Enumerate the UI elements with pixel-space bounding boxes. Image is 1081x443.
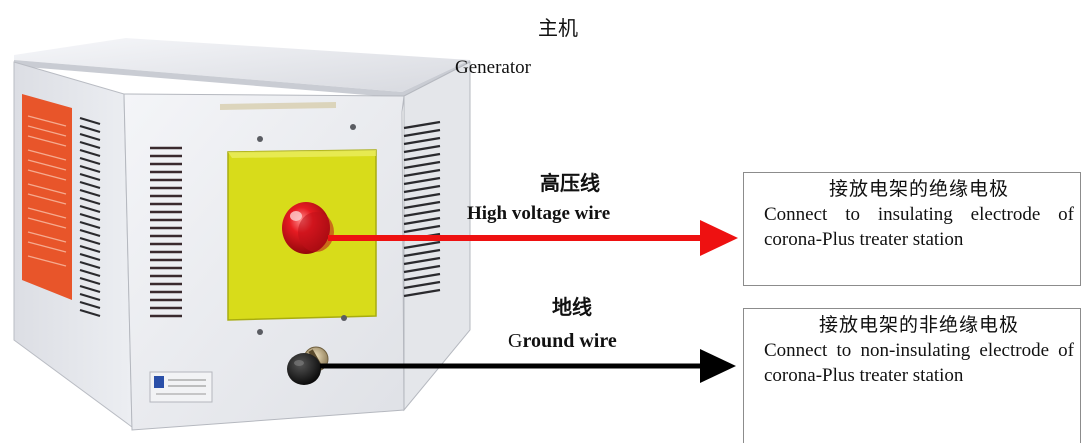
panel-highlight bbox=[228, 150, 376, 158]
non-insulating-box-text-en: Connect to non-insulating electrode of c… bbox=[764, 340, 1074, 386]
cabinet-top bbox=[14, 38, 470, 92]
ground-wire-arrow bbox=[320, 349, 736, 383]
warning-label bbox=[22, 94, 72, 300]
insulating-box-text-en: Connect to insulating electrode of coron… bbox=[764, 204, 1074, 250]
insulating-electrode-box: 接放电架的绝缘电极 Connect to insulating electrod… bbox=[743, 172, 1081, 286]
ground-label-cn: 地线 bbox=[552, 297, 592, 319]
high-voltage-wire-arrow bbox=[328, 220, 738, 256]
non-insulating-box-title-cn: 接放电架的非绝缘电极 bbox=[818, 315, 1019, 336]
cabinet-top-edge bbox=[14, 60, 470, 98]
front-left-vent-slots bbox=[150, 146, 182, 318]
nameplate bbox=[149, 371, 213, 403]
panel-screws bbox=[257, 124, 356, 335]
high-voltage-label-cn: 高压线 bbox=[540, 173, 600, 195]
warning-label-text-lines bbox=[27, 115, 67, 267]
high-voltage-label-en: High voltage wire bbox=[467, 203, 611, 224]
ground-terminal bbox=[287, 353, 321, 385]
front-right-vent-slots bbox=[403, 120, 441, 298]
top-strip-label bbox=[220, 102, 336, 110]
insulating-box-title-cn: 接放电架的绝缘电极 bbox=[828, 179, 1009, 200]
generator-label-en: Generator bbox=[455, 57, 531, 78]
ground-label-en-rest: round wire bbox=[522, 330, 617, 352]
left-vent-slots bbox=[79, 116, 101, 318]
ground-label-en-first: G bbox=[508, 330, 523, 352]
high-voltage-terminal bbox=[282, 202, 334, 254]
non-insulating-electrode-box: 接放电架的非绝缘电极 Connect to non-insulating ele… bbox=[743, 308, 1081, 443]
generator-label-cn: 主机 bbox=[538, 18, 578, 40]
ground-label-en: Ground wire bbox=[508, 330, 617, 353]
